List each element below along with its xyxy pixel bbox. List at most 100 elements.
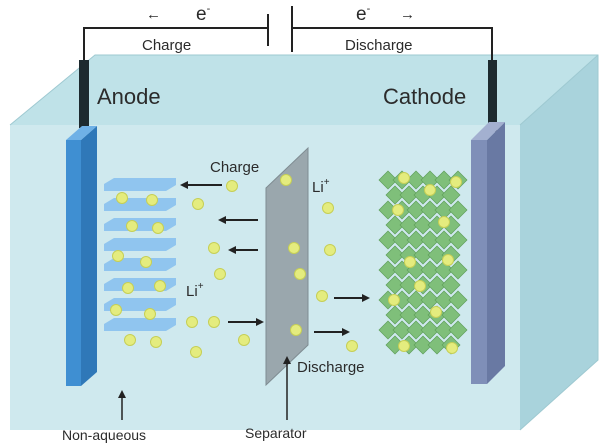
electron-label-left: e- [196,3,211,25]
crystal-cell [399,185,419,205]
lithium-ion [238,334,250,346]
lithium-ion [146,194,158,206]
lithium-ion [398,340,410,352]
tank-edge-line [519,54,599,126]
electrolyte-pointer-head [118,390,126,398]
crystal-cell [448,260,468,280]
lithium-ion [110,304,122,316]
lithium-ion [324,244,336,256]
lithium-ion [288,242,300,254]
crystal-cell [427,245,447,265]
lithium-ion [140,256,152,268]
charge-arrow-low-head [228,246,236,254]
lithium-ion [430,306,442,318]
anode-label: Anode [97,84,161,109]
crystal-cell [448,320,468,340]
separator-pointer-head [283,356,291,364]
anode-plate-side [81,126,97,386]
graphite-layer [104,238,176,251]
crystal-cell [413,215,433,235]
lithium-ion [186,316,198,328]
crystal-cell [420,290,440,310]
circuit-discharge-label: Discharge [345,37,413,54]
crystal-cell [434,320,454,340]
charge-arrow-mid-head [218,216,226,224]
lithium-ion [190,346,202,358]
crystal-cell [385,275,405,295]
lithium-ion [214,268,226,280]
lithium-ion [388,294,400,306]
tank-top-face [10,55,598,125]
crystal-cell [427,335,447,355]
graphite-layer [104,318,176,331]
circuit-wire-right [292,27,493,70]
li-ion-label-left: Li+ [186,281,204,300]
lithium-ion [116,192,128,204]
crystal-cell [392,320,412,340]
crystal-cell [420,320,440,340]
crystal-cell [385,185,405,205]
cathode-plate [471,140,487,384]
crystal-cell [406,320,426,340]
lithium-ion [446,342,458,354]
anode-plate-top [66,126,97,140]
separator-label: Separator [245,425,307,441]
lithium-ion [450,176,462,188]
lithium-ion [442,254,454,266]
crystal-cell [399,305,419,325]
crystal-cell [406,230,426,250]
crystal-cell [420,260,440,280]
callout-arrows [118,356,291,420]
lithium-ion [208,242,220,254]
lithium-ion [112,250,124,262]
crystal-cell [420,230,440,250]
crystal-cell [392,230,412,250]
lithium-ion [144,308,156,320]
lithium-ion [404,256,416,268]
crystal-cell [378,320,398,340]
ion-discharge-label: Discharge [297,359,365,376]
crystal-cell [434,230,454,250]
electrolyte-label: Non-aqueous [62,427,146,443]
electron-arrow-left: ← [146,6,161,23]
tank-side-face [520,55,598,430]
crystal-cell [427,275,447,295]
discharge-arrow-right-top-head [362,294,370,302]
crystal-cell [420,200,440,220]
crystal-cell [399,275,419,295]
discharge-arrow-left-head [256,318,264,326]
crystal-cell [413,305,433,325]
cathode-plate-side [487,122,505,384]
crystal-cell [413,335,433,355]
lithium-ion [192,198,204,210]
crystal-cell [385,215,405,235]
discharge-arrow-right-low-head [342,328,350,336]
lithium-ion [226,180,238,192]
graphite-layer [104,298,176,311]
lithium-ion [322,202,334,214]
crystal-cell [441,305,461,325]
crystal-cell [434,170,454,190]
crystal-cell [441,275,461,295]
charge-arrow-top-head [180,181,188,189]
crystal-cell [378,260,398,280]
graphite-layer [104,258,176,271]
li-ion-label-top: Li+ [312,177,330,196]
electron-label-right: e- [356,3,371,25]
crystal-cell [441,185,461,205]
crystal-cell [399,215,419,235]
lithium-ion [290,324,302,336]
crystal-cell [413,245,433,265]
cathode-label: Cathode [383,84,466,109]
crystal-cell [448,230,468,250]
lithium-ion [392,204,404,216]
crystal-cell [406,290,426,310]
crystal-cell [448,200,468,220]
lithium-ion [346,340,358,352]
lithium-ion [124,334,136,346]
lithium-ion [316,290,328,302]
ion-arrows [180,181,370,336]
anode-plate [66,140,81,386]
